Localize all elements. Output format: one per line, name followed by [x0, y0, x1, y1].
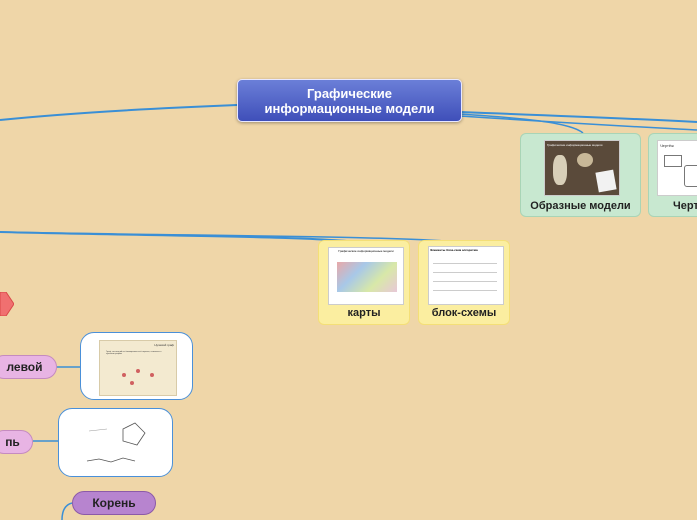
flowcharts-thumb-title: Элементы блок-схем алгоритма: [430, 248, 478, 252]
flowcharts-label: блок-схемы: [431, 307, 497, 319]
figurative-models-label: Образные модели: [530, 200, 631, 212]
graph-vertex-3: [150, 373, 154, 377]
map-image: [337, 262, 397, 292]
graph-vertex-4: [130, 381, 134, 385]
maps-node[interactable]: Графические информационные модели карты: [318, 240, 410, 325]
root-title-line2: информационные модели: [264, 100, 435, 116]
drawing-part-1: [664, 155, 682, 167]
null-graph-title: Нулевой граф: [154, 343, 174, 347]
figurative-models-node[interactable]: Графические информационные модели Образн…: [520, 133, 641, 217]
figurative-thumbnail: Графические информационные модели: [544, 140, 620, 196]
maps-label: карты: [347, 307, 381, 319]
drawings-thumb-title: Чертёж: [660, 143, 674, 148]
chain-branch-label: пь: [5, 435, 20, 449]
graph-vertex-1: [122, 373, 126, 377]
chain-graph-card[interactable]: [58, 408, 173, 477]
chain-graph-drawing: [86, 422, 146, 463]
drawings-thumbnail: Чертёж: [657, 140, 697, 196]
flowcharts-node[interactable]: Элементы блок-схем алгоритма блок-схемы: [418, 240, 510, 325]
null-graph-thumbnail: Нулевой граф Граф, состоящий из «изолиро…: [99, 340, 177, 396]
chain-branch-node[interactable]: пь: [0, 430, 33, 454]
shell-drawing: [577, 153, 593, 167]
null-graph-text: Граф, состоящий из «изолированных» верши…: [106, 351, 162, 355]
sketch-paper: [595, 169, 617, 193]
red-hexagon-marker: [0, 292, 14, 316]
skeleton-drawing: [553, 155, 567, 185]
null-graph-card[interactable]: Нулевой граф Граф, состоящий из «изолиро…: [80, 332, 193, 400]
flowchart-table: [433, 255, 497, 299]
root-vertex-label: Корень: [92, 496, 136, 510]
maps-thumbnail: Графические информационные модели: [328, 247, 404, 305]
figurative-thumb-title: Графические информационные модели: [547, 143, 603, 147]
graph-vertex-2: [136, 369, 140, 373]
root-node[interactable]: Графические информационные модели: [237, 79, 462, 122]
drawings-label: Черт: [673, 200, 697, 212]
left-branch-node[interactable]: левой: [0, 355, 57, 379]
left-branch-label: левой: [6, 360, 43, 374]
root-title-line1: Графические: [307, 85, 392, 101]
drawings-node[interactable]: Чертёж Черт: [648, 133, 697, 217]
flowcharts-thumbnail: Элементы блок-схем алгоритма: [428, 246, 504, 305]
maps-thumb-title: Графические информационные модели: [338, 249, 394, 253]
root-vertex-node[interactable]: Корень: [72, 491, 156, 515]
drawing-part-2: [684, 165, 697, 187]
